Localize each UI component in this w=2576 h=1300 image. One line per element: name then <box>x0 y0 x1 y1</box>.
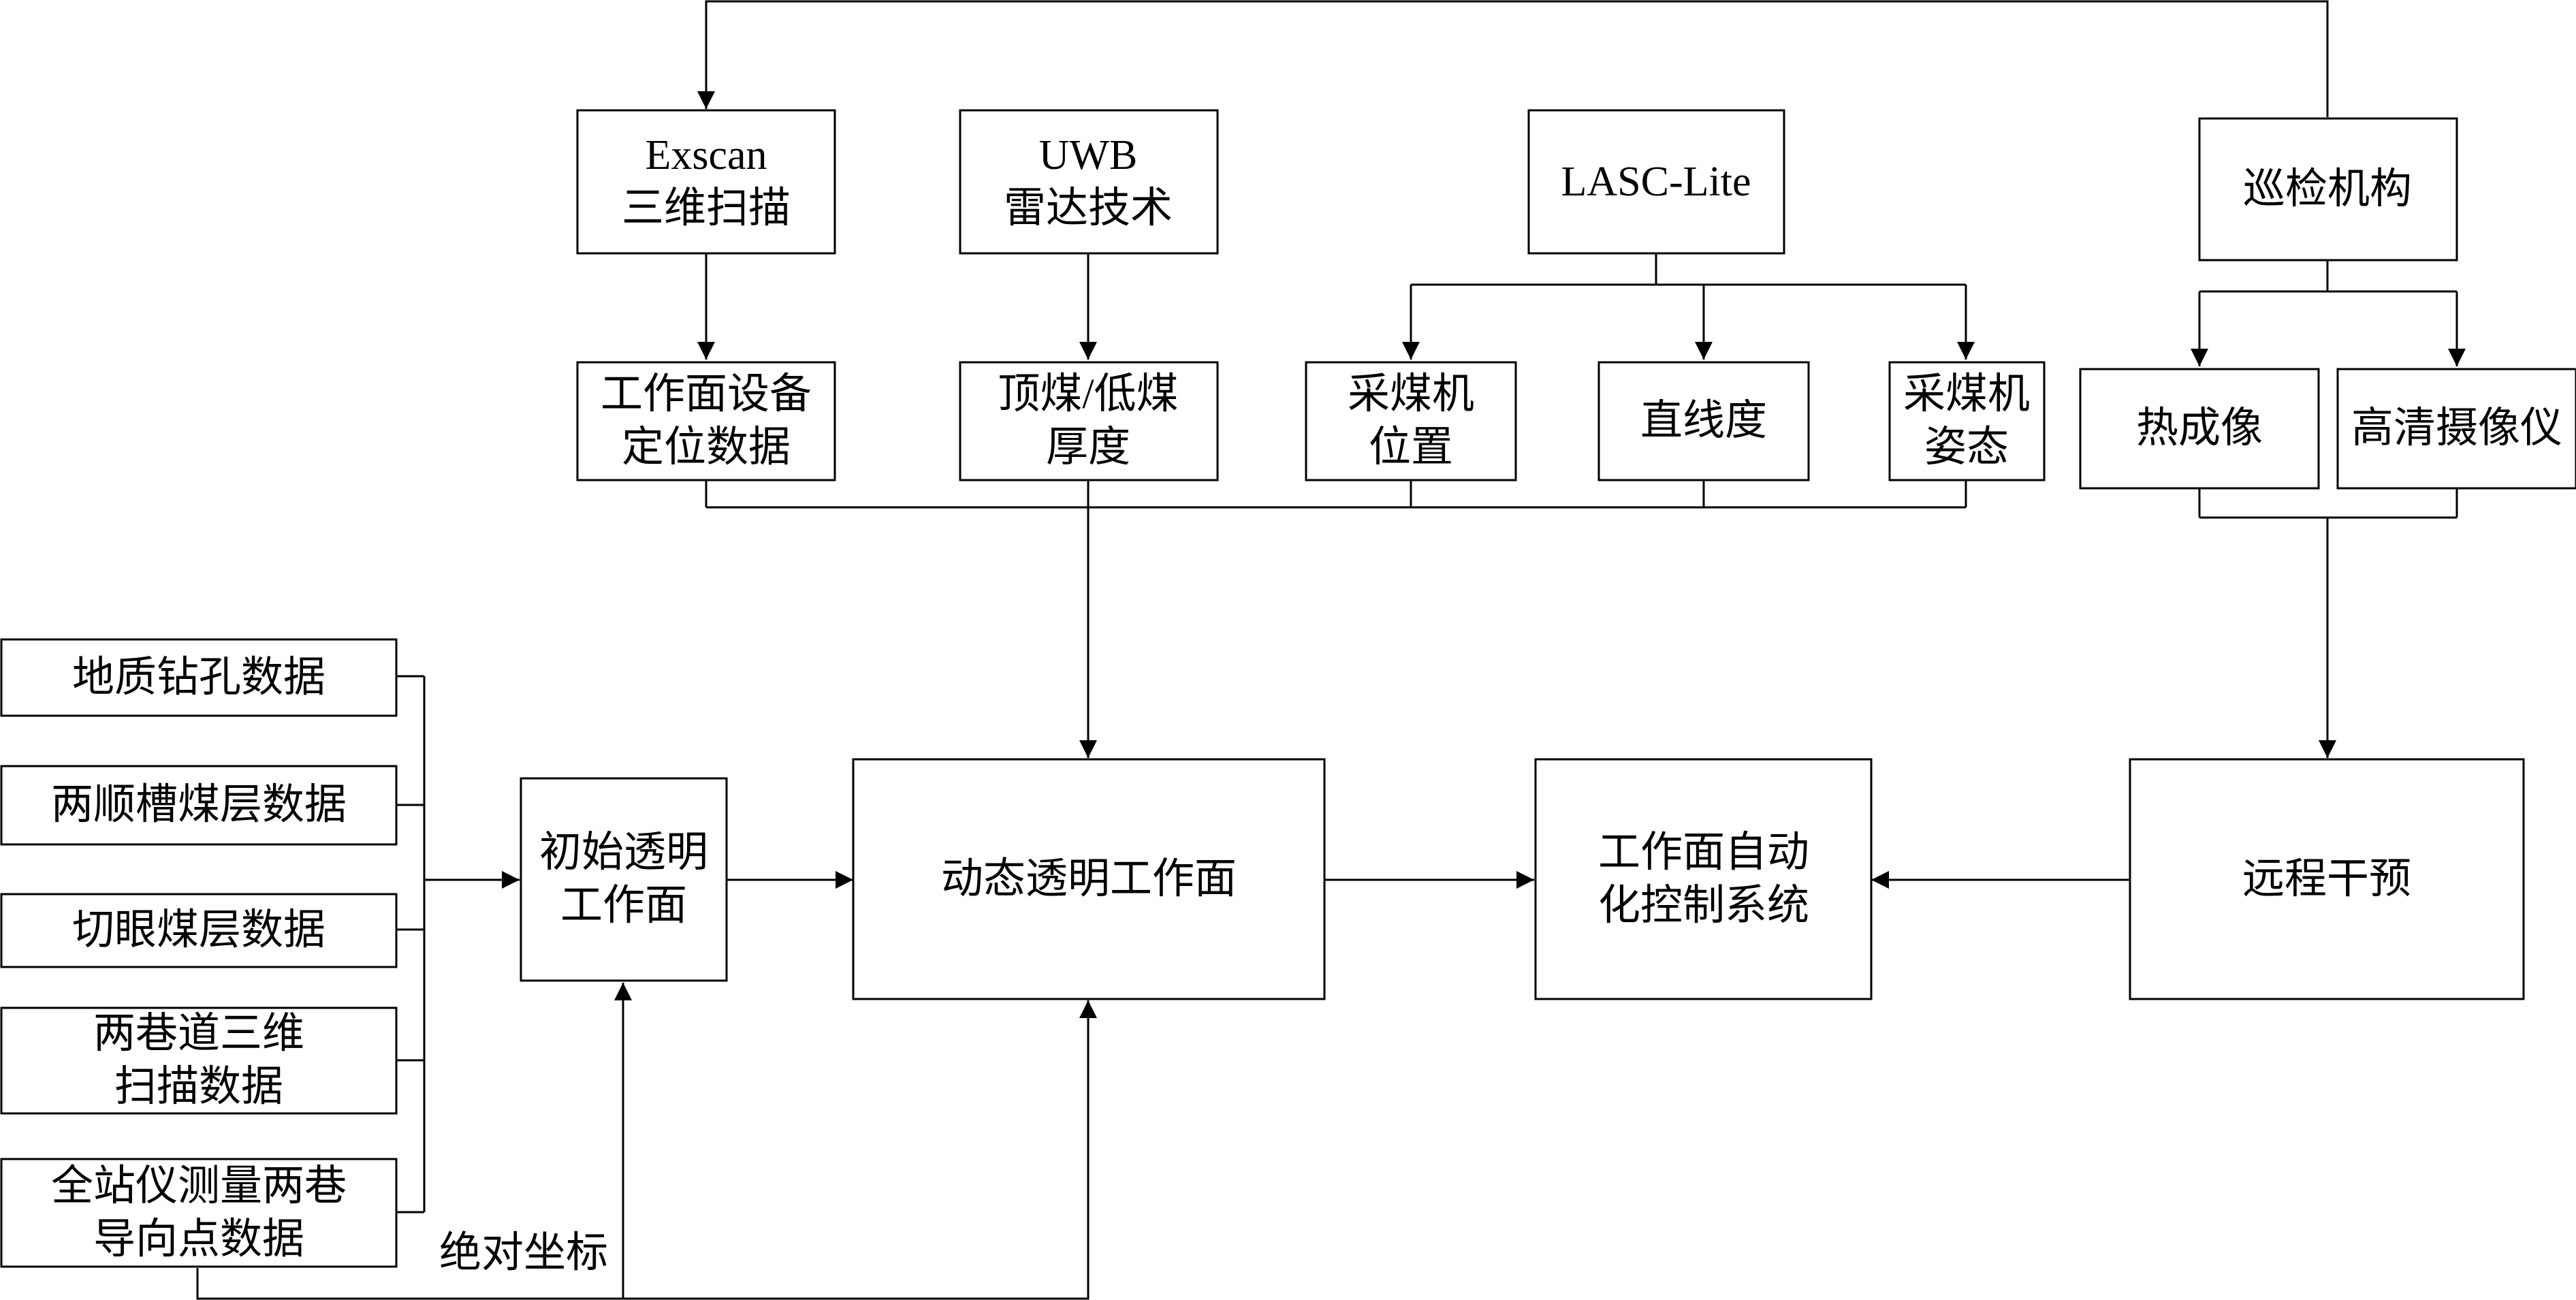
label-line: 导向点数据 <box>93 1216 304 1263</box>
box-auto-control <box>1534 758 1873 1000</box>
label-line: 位置 <box>1369 424 1453 471</box>
box-shearer-position <box>1305 361 1517 481</box>
label-line: 扫描数据 <box>114 1064 283 1110</box>
label-line: 顶煤/低煤 <box>998 371 1178 417</box>
box-initial-face <box>520 777 728 982</box>
box-gateway-seam <box>0 765 398 846</box>
box-coal-thickness <box>959 361 1219 481</box>
label-line: 定位数据 <box>622 424 791 471</box>
label-line: 雷达技术 <box>1004 185 1173 232</box>
label-line: UWB <box>1039 132 1138 178</box>
label-line: 三维扫描 <box>622 185 791 232</box>
label-line: 初始透明 <box>539 829 708 876</box>
loop-inspection-to-exscan <box>697 0 2329 117</box>
box-thermal <box>2079 368 2320 490</box>
label-line: 地质钻孔数据 <box>72 654 325 701</box>
box-geo-drilling <box>0 638 398 717</box>
label-line: 厚度 <box>1046 424 1130 471</box>
label-hd-camera: 高清摄像仪 <box>2351 405 2562 451</box>
box-equipment-position <box>576 361 836 481</box>
label-line: 切眼煤层数据 <box>72 907 325 953</box>
box-remote <box>2129 758 2525 1000</box>
label-line: 采煤机 <box>1348 371 1474 417</box>
label-uwb: UWB 雷达技术 <box>1004 132 1173 232</box>
label-shearer-attitude: 采煤机姿态 <box>1903 371 2030 471</box>
label-exscan: Exscan 三维扫描 <box>622 132 791 232</box>
label-total-station: 全站仪测量两巷导向点数据 <box>51 1163 347 1263</box>
label-line: 热成像 <box>2136 405 2263 451</box>
box-lasc <box>1527 109 1785 255</box>
label-line: 姿态 <box>1924 424 2009 471</box>
label-geo-drilling: 地质钻孔数据 <box>72 654 325 701</box>
label-equipment-position: 工作面设备定位数据 <box>601 371 812 471</box>
box-straightness <box>1597 361 1810 481</box>
box-total-station <box>0 1158 398 1268</box>
label-line: 采煤机 <box>1903 371 2030 417</box>
label-roadway-scan: 两巷道三维扫描数据 <box>93 1011 304 1110</box>
label-line: 化控制系统 <box>1598 883 1809 929</box>
label-auto-control: 工作面自动化控制系统 <box>1598 829 1809 929</box>
connectors <box>196 0 2466 1300</box>
box-hd-camera <box>2336 368 2576 490</box>
label-line: LASC-Lite <box>1561 159 1751 205</box>
label-line: 远程干预 <box>2242 856 2411 902</box>
label-lasc: LASC-Lite <box>1561 159 1751 205</box>
box-dynamic-face <box>852 758 1326 1000</box>
label-thermal: 热成像 <box>2136 405 2263 451</box>
label-line: 巡检机构 <box>2243 166 2412 212</box>
label-line: 两巷道三维 <box>93 1011 304 1057</box>
label-line: 全站仪测量两巷 <box>51 1163 347 1209</box>
label-line: 直线度 <box>1640 398 1767 444</box>
label-dynamic-face: 动态透明工作面 <box>941 856 1237 902</box>
label-cut-seam: 切眼煤层数据 <box>72 907 325 953</box>
label-coal-thickness: 顶煤/低煤厚度 <box>998 371 1178 471</box>
label-remote: 远程干预 <box>2242 856 2411 902</box>
label-line: 两顺槽煤层数据 <box>51 782 347 828</box>
label-line: 工作面自动 <box>1598 829 1809 876</box>
label-shearer-position: 采煤机位置 <box>1348 371 1474 471</box>
label-line: 工作面 <box>560 883 687 929</box>
label-line: Exscan <box>645 132 767 178</box>
box-inspection <box>2198 117 2458 261</box>
label-straightness: 直线度 <box>1640 398 1767 444</box>
box-shearer-attitude <box>1888 361 2046 481</box>
label-line: 动态透明工作面 <box>941 856 1237 902</box>
absolute-coords-line <box>196 1000 1097 1300</box>
labels: Exscan 三维扫描 UWB 雷达技术 LASC-Lite 巡检机构 工作面设备定… <box>51 132 2562 1276</box>
box-cut-seam <box>0 893 398 968</box>
label-absolute-coordinates: 绝对坐标 <box>439 1230 608 1276</box>
label-inspection: 巡检机构 <box>2243 166 2412 212</box>
box-exscan <box>576 109 836 255</box>
box-roadway-scan <box>0 1006 398 1115</box>
label-line: 高清摄像仪 <box>2351 405 2562 451</box>
box-uwb <box>959 109 1219 255</box>
label-line: 工作面设备 <box>601 371 812 417</box>
label-initial-face: 初始透明工作面 <box>539 829 708 929</box>
label-gateway-seam: 两顺槽煤层数据 <box>51 782 347 828</box>
boxes <box>0 109 2576 1268</box>
